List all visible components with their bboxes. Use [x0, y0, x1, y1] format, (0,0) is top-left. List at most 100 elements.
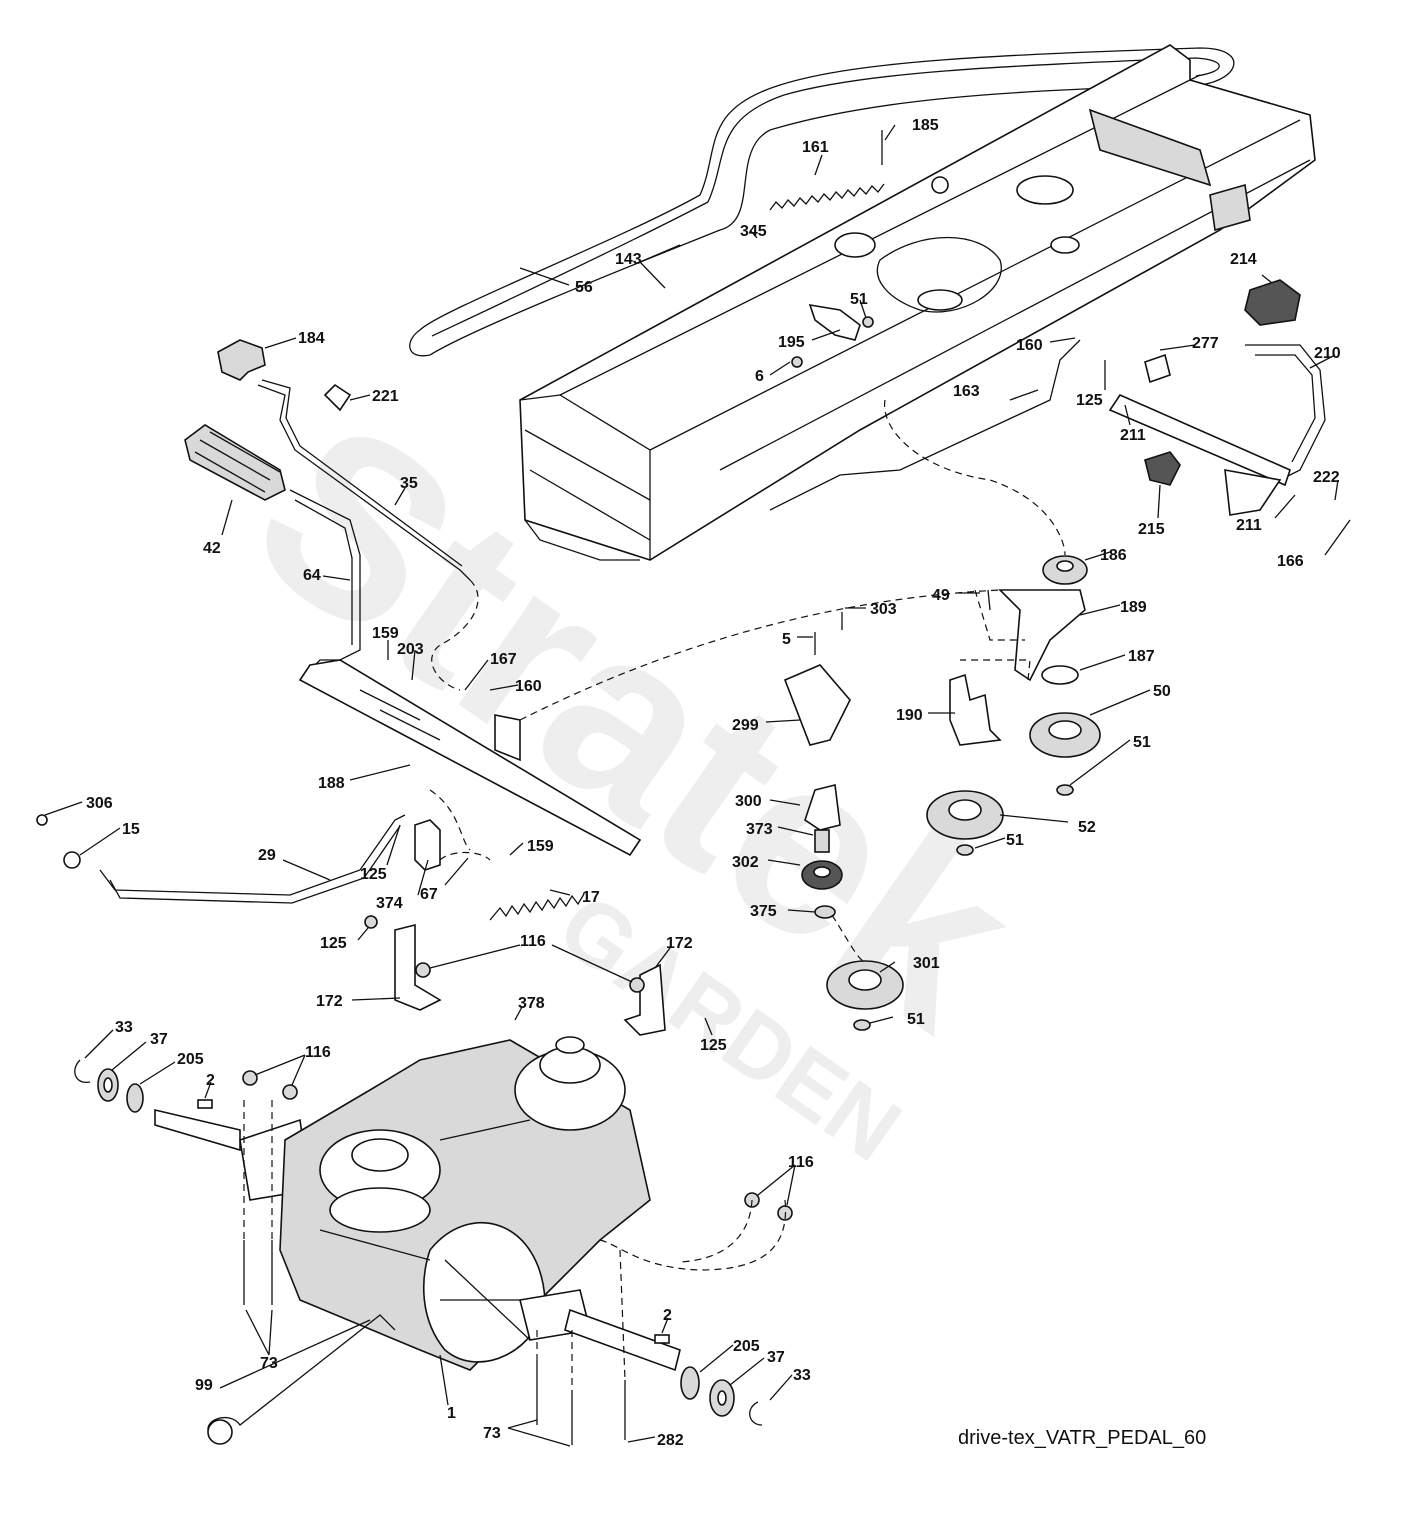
callout-172b: 172	[316, 993, 343, 1010]
callout-33b: 33	[793, 1367, 811, 1384]
callout-160b: 160	[515, 678, 542, 695]
drive-pedal-assembly	[1108, 279, 1326, 516]
callout-195: 195	[778, 334, 805, 351]
callout-378: 378	[518, 995, 545, 1012]
callout-56: 56	[575, 279, 593, 296]
callout-373: 373	[746, 821, 773, 838]
callout-166: 166	[1277, 553, 1304, 570]
callout-116a: 116	[520, 933, 546, 950]
callout-185: 185	[912, 117, 939, 134]
callout-125a: 125	[1076, 392, 1103, 409]
assembly-lines	[243, 399, 1066, 1390]
callout-67: 67	[420, 886, 438, 903]
callout-35: 35	[400, 475, 418, 492]
diagram-caption: drive-tex_VATR_PEDAL_60	[958, 1427, 1206, 1449]
callout-52: 52	[1078, 819, 1096, 836]
callout-15: 15	[122, 821, 140, 838]
callout-211b: 211	[1236, 517, 1262, 534]
callout-37b: 37	[767, 1349, 785, 1366]
callout-302: 302	[732, 854, 759, 871]
callout-73b: 73	[483, 1425, 501, 1442]
callout-2b: 2	[663, 1307, 672, 1324]
callout-159b: 159	[527, 838, 554, 855]
bracket-195	[808, 303, 861, 341]
callout-42: 42	[203, 540, 221, 557]
callout-163: 163	[953, 383, 980, 400]
callout-51b: 51	[1133, 734, 1151, 751]
control-rod-29	[36, 814, 406, 904]
callout-221: 221	[372, 388, 399, 405]
callout-210: 210	[1314, 345, 1341, 362]
callout-299: 299	[732, 717, 759, 734]
brake-pedal-assembly	[184, 339, 471, 671]
callout-189: 189	[1120, 599, 1147, 616]
chassis-frame	[519, 44, 1316, 561]
callout-172a: 172	[666, 935, 693, 952]
callout-205b: 205	[733, 1338, 760, 1355]
callout-160a: 160	[1016, 337, 1043, 354]
callout-306: 306	[86, 795, 113, 812]
callout-187: 187	[1128, 648, 1155, 665]
callout-2a: 2	[206, 1072, 215, 1089]
callout-1: 1	[447, 1405, 456, 1422]
bracket-374	[414, 819, 441, 871]
callout-161: 161	[802, 139, 829, 156]
callout-125d: 125	[700, 1037, 727, 1054]
callout-375: 375	[750, 903, 777, 920]
callout-125c: 125	[320, 935, 347, 952]
callout-51a: 51	[850, 291, 868, 308]
callout-33a: 33	[115, 1019, 133, 1036]
callout-186: 186	[1100, 547, 1127, 564]
callout-184: 184	[298, 330, 325, 347]
callout-73a: 73	[260, 1355, 278, 1372]
bracket-172-left	[394, 923, 442, 1011]
callout-49: 49	[932, 587, 950, 604]
callout-300: 300	[735, 793, 762, 810]
callout-345: 345	[740, 223, 767, 240]
leader-lines	[44, 124, 1351, 1447]
callout-301: 301	[913, 955, 940, 972]
callout-374: 374	[376, 895, 403, 912]
hardware-right	[654, 1334, 763, 1426]
callout-50: 50	[1153, 683, 1171, 700]
callout-222: 222	[1313, 469, 1340, 486]
transaxle-unit	[154, 1036, 681, 1372]
drive-belt	[409, 47, 1235, 357]
callout-211a: 211	[1120, 427, 1146, 444]
bolts	[243, 1240, 626, 1445]
callout-215: 215	[1138, 521, 1165, 538]
callout-37a: 37	[150, 1031, 168, 1048]
callout-17: 17	[582, 889, 600, 906]
callout-159a: 159	[372, 625, 399, 642]
cross-shaft	[298, 659, 642, 857]
callout-303: 303	[870, 601, 897, 618]
callout-labels: 1851613451435651195618422116012527721421…	[86, 117, 1341, 1449]
callout-51d: 51	[907, 1011, 925, 1028]
callout-125b: 125	[360, 866, 387, 883]
callout-116b: 116	[305, 1044, 331, 1061]
callout-51c: 51	[1006, 832, 1024, 849]
callout-167: 167	[490, 651, 517, 668]
callout-64: 64	[303, 567, 321, 584]
bypass-rod-99	[207, 1314, 396, 1445]
callout-188: 188	[318, 775, 345, 792]
callout-5: 5	[782, 631, 791, 648]
callout-6: 6	[755, 368, 764, 385]
idler-arm-assembly	[783, 130, 991, 1031]
callout-282: 282	[657, 1432, 684, 1449]
callout-99: 99	[195, 1377, 213, 1394]
callout-116c: 116	[788, 1154, 814, 1171]
return-spring-17	[489, 893, 585, 921]
callout-143: 143	[615, 251, 642, 268]
callout-29: 29	[258, 847, 276, 864]
callout-203: 203	[397, 641, 424, 658]
callout-190: 190	[896, 707, 923, 724]
callout-277: 277	[1192, 335, 1219, 352]
hardware-left	[74, 1059, 213, 1113]
callout-214: 214	[1230, 251, 1257, 268]
tension-spring-161	[769, 183, 885, 211]
control-rod-163	[769, 339, 1081, 511]
idler-assembly	[926, 555, 1101, 856]
